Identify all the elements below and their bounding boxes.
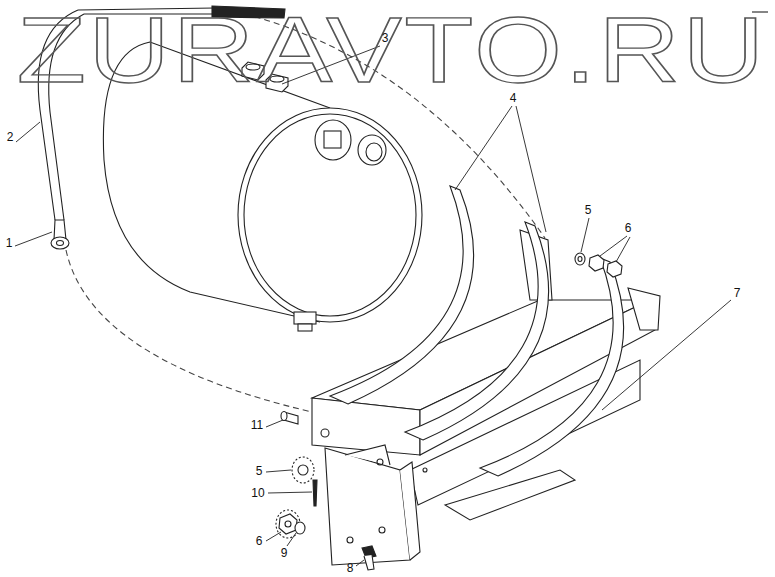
- fasteners-right: [575, 253, 622, 277]
- callout-number: 4: [510, 92, 517, 104]
- callout-number: 7: [734, 287, 741, 299]
- callout-number: 2: [7, 131, 14, 143]
- callout-number: 3: [382, 32, 389, 44]
- mounting-plate: [325, 445, 420, 565]
- callout-number: 1: [6, 237, 13, 249]
- callout-number: 6: [256, 535, 263, 547]
- callout-number: 11: [251, 419, 263, 431]
- tank-end: [238, 108, 422, 322]
- watermark: ZURAVTO.RU: [17, 4, 767, 96]
- fasteners-lower: [276, 412, 376, 571]
- callout-number: 6: [625, 222, 632, 234]
- callout-number: 10: [251, 487, 264, 499]
- drain-plug: [294, 312, 316, 331]
- filler-plug: [315, 120, 386, 165]
- callout-number: 9: [281, 547, 288, 559]
- tank-end-rim: [244, 114, 416, 316]
- callout-number: 5: [256, 465, 263, 477]
- callout-number: 8: [347, 562, 354, 574]
- callout-number: 5: [585, 204, 592, 216]
- leader-lines: [15, 46, 731, 566]
- saddle-pads: [330, 186, 624, 476]
